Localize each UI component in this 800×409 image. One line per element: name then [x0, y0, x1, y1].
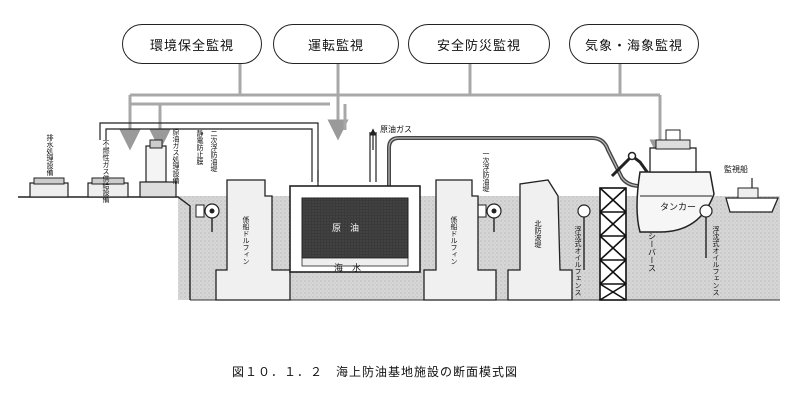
label-seawater: 海 水 — [334, 262, 361, 274]
sea-berth-tower — [599, 187, 627, 301]
drainage-treatment-equipment — [29, 177, 69, 198]
oil-fence-buoy-2 — [699, 204, 713, 258]
crude-gas-treatment-equipment — [139, 139, 177, 198]
safety-monitoring-label: 安全防災監視 — [436, 38, 521, 54]
label-crude-gas-treatment: 原油ガス処理設備 — [172, 128, 180, 185]
env-monitoring-box: 環境保全監視 — [122, 24, 262, 64]
ground-line — [18, 196, 191, 300]
crude-oil-tank — [289, 185, 421, 273]
figure-caption: 図１０．１．２ 海上防油基地施設の断面模式図 — [232, 365, 519, 379]
label-dolphin-2: 係船ドルフィン — [450, 215, 458, 265]
oil-fence-buoy-1 — [577, 204, 591, 270]
tanker-ship — [636, 129, 715, 233]
label-breakwater: 北防波堤 — [534, 220, 542, 249]
operation-monitoring-label: 運転監視 — [307, 38, 364, 54]
operation-monitoring-box: 運転監視 — [273, 24, 399, 64]
process-piping — [99, 122, 377, 194]
inert-gas-supply-equipment — [87, 177, 129, 198]
patrol-boat — [725, 178, 779, 213]
mooring-winch-left — [195, 203, 220, 232]
env-monitoring-label: 環境保全監視 — [149, 38, 234, 54]
mooring-dolphin-1 — [215, 179, 291, 301]
label-crude-oil: 原 油 — [332, 222, 359, 234]
label-secondary-boom: 二次浮防油堤 — [210, 130, 218, 173]
north-breakwater — [507, 179, 573, 301]
label-oil-fence-1: 浮沈式オイルフェンス — [574, 225, 582, 296]
label-static: 静電防止膜 — [196, 129, 204, 166]
safety-monitoring-box: 安全防災監視 — [408, 24, 550, 64]
label-primary-boom: 一次浮防油堤 — [482, 150, 490, 193]
mooring-dolphin-2 — [423, 179, 497, 301]
label-drainage: 排水処理設備 — [46, 133, 54, 177]
label-crude-gas-flow: 原油ガス — [380, 124, 412, 134]
weather-monitoring-box: 気象・海象監視 — [569, 24, 699, 64]
label-inert-gas: 不燃性ガス供給設備 — [102, 140, 110, 204]
monitoring-signal-lines — [119, 64, 671, 161]
label-dolphin-1: 係船ドルフィン — [242, 215, 250, 265]
label-tanker: タンカー — [660, 202, 696, 213]
label-oil-fence-2: 浮沈式オイルフェンス — [712, 225, 720, 296]
loading-arm — [610, 151, 652, 178]
label-sea-berth: シーバース — [648, 232, 657, 272]
weather-monitoring-label: 気象・海象監視 — [584, 38, 683, 54]
label-patrol-boat: 監視船 — [724, 164, 748, 174]
